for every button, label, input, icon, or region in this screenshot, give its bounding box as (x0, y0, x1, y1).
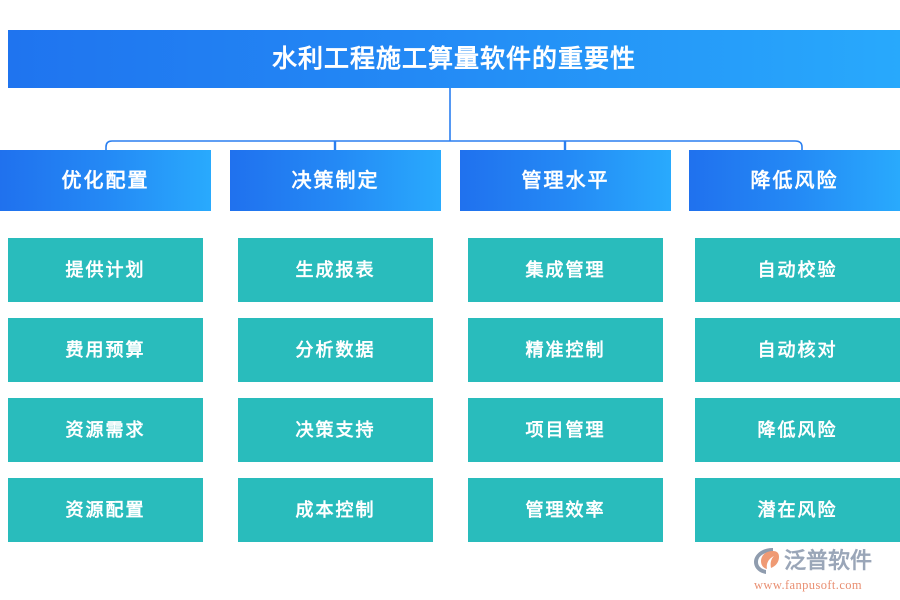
sub-box-label-3-4: 管理效率 (525, 500, 606, 520)
sub-box-label-2-1: 生成报表 (295, 260, 376, 280)
sub-box-4-3[interactable]: 降低风险 (695, 398, 900, 462)
sub-box-label-3-1: 集成管理 (525, 260, 606, 280)
logo-company-name: 泛普软件 (784, 548, 873, 573)
sub-box-label-1-2: 费用预算 (65, 340, 146, 360)
column-header-3[interactable]: 管理水平 (460, 150, 671, 211)
sub-box-1-1[interactable]: 提供计划 (8, 238, 203, 302)
sub-box-1-4[interactable]: 资源配置 (8, 478, 203, 542)
sub-box-label-3-3: 项目管理 (525, 420, 606, 440)
sub-box-label-1-1: 提供计划 (65, 260, 146, 280)
sub-box-label-4-4: 潜在风险 (757, 500, 838, 520)
brand-logo: 泛普软件 www.fanpusoft.com (752, 546, 898, 594)
connector-branch-4 (794, 140, 803, 150)
sub-box-4-1[interactable]: 自动校验 (695, 238, 900, 302)
fanpu-logo-mark-icon (754, 548, 779, 574)
logo-website-url: www.fanpusoft.com (754, 578, 863, 592)
sub-box-label-4-1: 自动校验 (757, 260, 838, 280)
sub-box-label-1-3: 资源需求 (65, 420, 146, 440)
column-header-label-3: 管理水平 (521, 169, 610, 192)
sub-box-3-4[interactable]: 管理效率 (468, 478, 663, 542)
sub-box-3-1[interactable]: 集成管理 (468, 238, 663, 302)
sub-box-1-3[interactable]: 资源需求 (8, 398, 203, 462)
sub-box-label-1-4: 资源配置 (65, 500, 146, 520)
diagram-title-bar: 水利工程施工算量软件的重要性 (8, 30, 900, 88)
connector-branch-1 (105, 140, 113, 150)
sub-box-label-2-2: 分析数据 (295, 340, 376, 360)
column-header-2[interactable]: 决策制定 (230, 150, 441, 211)
sub-box-label-4-3: 降低风险 (757, 420, 838, 440)
column-header-1[interactable]: 优化配置 (0, 150, 211, 211)
sub-box-4-2[interactable]: 自动核对 (695, 318, 900, 382)
sub-box-2-1[interactable]: 生成报表 (238, 238, 433, 302)
sub-box-1-2[interactable]: 费用预算 (8, 318, 203, 382)
column-header-label-2: 决策制定 (291, 169, 380, 192)
column-header-label-4: 降低风险 (750, 169, 839, 192)
sub-box-3-3[interactable]: 项目管理 (468, 398, 663, 462)
column-header-4[interactable]: 降低风险 (689, 150, 900, 211)
sub-box-2-2[interactable]: 分析数据 (238, 318, 433, 382)
columns-container: 优化配置 提供计划 费用预算 资源需求 资源配置 决策制定 生成报表 (0, 150, 900, 542)
logo-top-row: 泛普软件 (752, 546, 872, 576)
sub-box-label-2-4: 成本控制 (295, 500, 376, 520)
page-title: 水利工程施工算量软件的重要性 (271, 45, 636, 73)
sub-box-4-4[interactable]: 潜在风险 (695, 478, 900, 542)
column-header-label-1: 优化配置 (61, 169, 150, 192)
sub-box-label-2-3: 决策支持 (295, 420, 376, 440)
sub-box-2-3[interactable]: 决策支持 (238, 398, 433, 462)
sub-box-2-4[interactable]: 成本控制 (238, 478, 433, 542)
sub-box-3-2[interactable]: 精准控制 (468, 318, 663, 382)
sub-box-label-4-2: 自动核对 (757, 340, 838, 360)
sub-box-label-3-2: 精准控制 (525, 340, 606, 360)
